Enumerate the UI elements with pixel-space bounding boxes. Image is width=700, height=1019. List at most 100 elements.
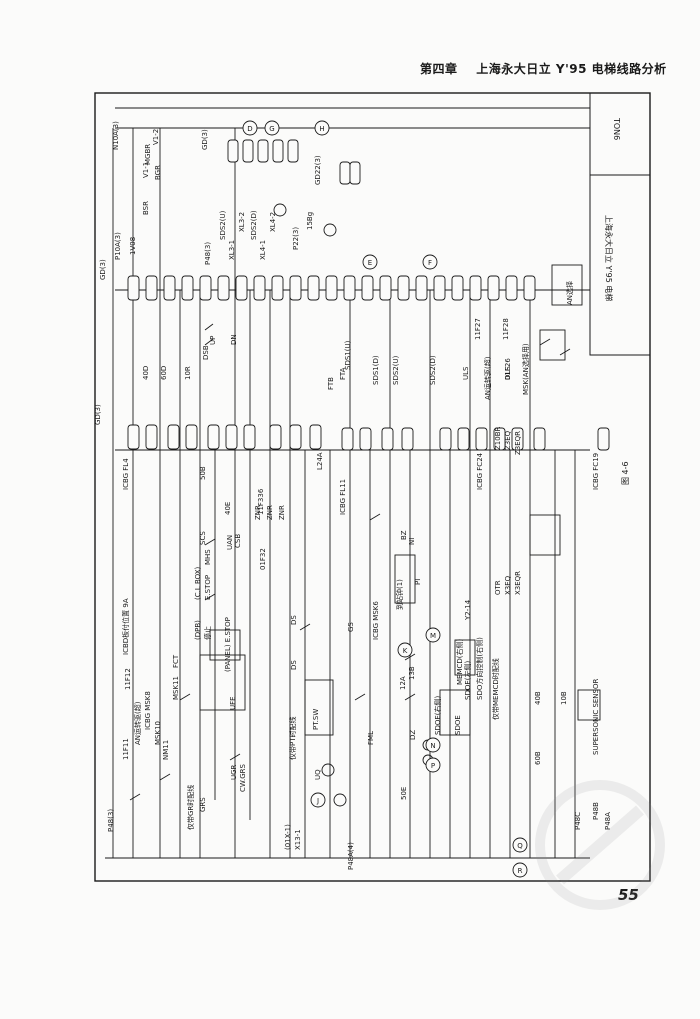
connector-mark-label: D xyxy=(247,125,252,133)
label-fta: FTA xyxy=(339,367,347,380)
label-60d: 60D xyxy=(160,366,168,380)
label-40d: 40D xyxy=(142,366,150,380)
label-msk11: MSK11 xyxy=(172,676,180,700)
label-pt-note: 仅带PT时配线 xyxy=(288,717,297,761)
label-icbg-fc19: ICBG FC19 xyxy=(592,453,600,490)
title-block-name: 上海永大日立 Y'95 电梯 xyxy=(604,215,614,301)
label-l24a: L24A xyxy=(316,452,324,470)
connector-mark-label: J xyxy=(316,797,319,805)
chapter-label: 第四章 xyxy=(420,62,458,76)
label-icbd-pos: ICBD板付位置 9A xyxy=(121,598,130,655)
label-bz: BZ xyxy=(400,530,408,540)
label-50e: 50E xyxy=(400,787,408,800)
label-01f26: 01F26 xyxy=(504,358,512,380)
label-xl4-1: XL4-1 xyxy=(259,240,267,260)
label-icbg-msk6: ICBG MSK6 xyxy=(372,601,380,640)
label-gd3-right: GD(3) xyxy=(201,129,209,150)
label-z3eqr: Z3EQR xyxy=(514,431,522,455)
label-gr-note: 仅带GR时配线 xyxy=(186,785,195,830)
label-sds2u: SDS2(U) xyxy=(392,355,400,385)
label-xl3-2: XL3-2 xyxy=(238,212,246,232)
connector-mark-circle xyxy=(422,254,438,270)
connector-mark-circle xyxy=(512,862,528,878)
label-supersonic: SUPERSONIC SENSOR xyxy=(592,679,600,755)
label-01f32: 01F32 xyxy=(259,548,267,570)
label-sds1u: SDS1(U) xyxy=(344,340,352,370)
connector-mark-circle xyxy=(425,627,441,643)
label-ds: DS xyxy=(290,660,298,670)
label-cl-box: (C.L BOX) xyxy=(194,566,202,600)
label-12a: 12A xyxy=(399,676,407,690)
title-block xyxy=(589,92,651,356)
label-13b: 13B xyxy=(408,666,416,680)
connector-row-upper xyxy=(227,139,361,185)
connector-mark-label: E xyxy=(368,259,372,267)
label-dn: DN xyxy=(230,334,238,345)
label-gd22: GD22(3) xyxy=(314,155,322,185)
label-grs: GRS xyxy=(199,797,207,812)
label-icbg-fl4: ICBG FL4 xyxy=(122,458,130,490)
label-x3eq: X3EQ xyxy=(504,575,512,595)
connector-mark-label: M xyxy=(430,632,436,640)
label-p48b: P48B xyxy=(592,802,600,820)
label-csb: CSB xyxy=(234,534,242,548)
label-cw-grs: CW.GRS xyxy=(239,763,247,792)
page-header: 第四章 上海永大日立 Y'95 电梯线路分析 xyxy=(420,60,667,77)
label-40b: 40B xyxy=(534,691,542,705)
components xyxy=(199,203,601,807)
label-xl4-2: XL4-2 xyxy=(269,212,277,232)
label-p48a-4: P48A(4) xyxy=(347,842,355,870)
label-up: UP xyxy=(209,336,217,345)
connector-mark-label: Q xyxy=(517,842,523,850)
label-estop: E.STOP xyxy=(204,575,212,600)
label-x13-1: X13-1 xyxy=(294,829,302,850)
label-uq: UQ xyxy=(314,769,322,780)
label-memcd: MEMCD(右侧) xyxy=(455,638,464,685)
label-uan: UAN xyxy=(226,535,234,550)
label-an-drive: AN运转驱(超) xyxy=(483,356,492,400)
label-pi: PI xyxy=(414,579,422,585)
chapter-title: 上海永大日立 Y'95 电梯线路分析 xyxy=(476,62,667,76)
label-10b: 10B xyxy=(560,691,568,705)
label-gd3-top: GD(3) xyxy=(99,259,107,280)
title-block-code: TON6 xyxy=(612,117,621,140)
label-sds2u-top: SDS2(U) xyxy=(219,210,227,240)
page-number: 55 xyxy=(618,886,639,904)
label-mgbr: MGBR xyxy=(144,144,152,165)
label-sds2d: SDS2(D) xyxy=(429,355,437,385)
connector-mark-circle xyxy=(362,254,378,270)
label-gd3: GD(3) xyxy=(94,404,102,425)
connector-mark-label: H xyxy=(319,125,324,133)
label-10r: 10R xyxy=(184,366,192,380)
label-icbg-fl11: ICBG FL11 xyxy=(339,479,347,515)
connector-mark-label: N xyxy=(430,742,435,750)
label-dsb: DSB xyxy=(202,345,210,360)
label-an-car: AN运转驱(超) xyxy=(133,701,142,745)
connector-mark-circle xyxy=(425,737,441,753)
connector-mark-circle xyxy=(397,642,413,658)
label-11f12: 11F12 xyxy=(124,668,132,690)
label-x3eqr: X3EQR xyxy=(514,571,522,595)
label-ds2: DS xyxy=(290,615,298,625)
label-1v08: 1V08 xyxy=(129,237,137,255)
label-dpb: (DPB) xyxy=(194,620,202,640)
connector-mark-circle xyxy=(242,120,258,136)
label-znr-1: ZNR xyxy=(254,505,262,520)
label-scs: SCS xyxy=(199,531,207,545)
figure-label: 图 4-6 xyxy=(621,461,630,485)
vertical-wires xyxy=(112,128,576,858)
label-15b: 15Bg xyxy=(306,212,314,230)
label-p10a: P10A(3) xyxy=(114,232,122,260)
label-sdoe-right: SDOE(右侧) xyxy=(433,696,442,735)
label-11f11: 11F11 xyxy=(122,738,130,760)
label-sdoe: SDOE xyxy=(454,715,462,735)
label-fml: FML xyxy=(367,731,375,745)
label-11f27: 11F27 xyxy=(474,318,482,340)
connector-mark-circle xyxy=(512,837,528,853)
label-v1-2: V1-2 xyxy=(152,129,160,145)
connector-mark-circle xyxy=(310,792,326,808)
label-ufe: UFE xyxy=(229,696,237,710)
label-fct: FCT xyxy=(172,654,180,668)
